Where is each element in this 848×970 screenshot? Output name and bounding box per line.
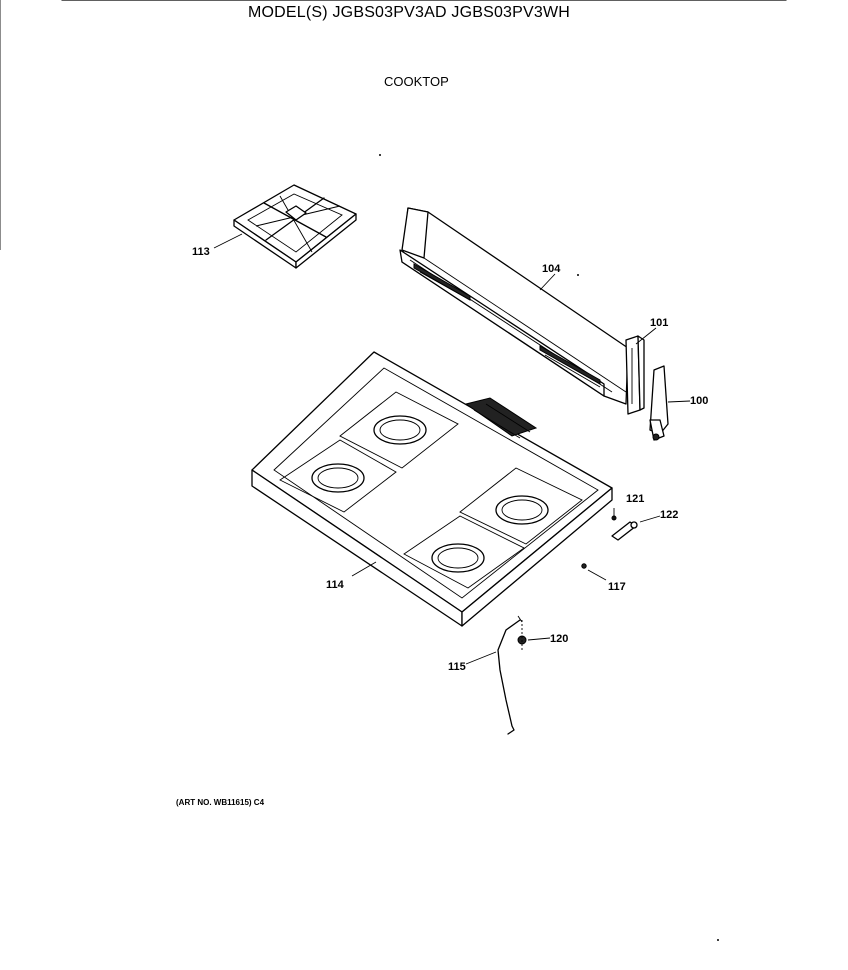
speck xyxy=(577,274,579,276)
model-header: MODEL(S) JGBS03PV3AD JGBS03PV3WH xyxy=(248,4,571,21)
leader-114 xyxy=(351,561,377,577)
label-104: 104 xyxy=(542,263,561,275)
fastener-120 xyxy=(517,620,527,652)
leader-122 xyxy=(639,515,661,523)
label-121: 121 xyxy=(626,493,644,505)
label-114: 114 xyxy=(326,579,345,591)
leader-117 xyxy=(587,569,607,581)
leader-115 xyxy=(465,651,497,665)
art-number: (ART NO. WB11615) C4 xyxy=(176,798,265,807)
leader-101 xyxy=(635,327,657,345)
label-122: 122 xyxy=(660,509,678,521)
leader-113 xyxy=(213,233,243,249)
backsplash xyxy=(399,207,629,405)
label-120: 120 xyxy=(550,633,568,645)
leader-120 xyxy=(527,637,551,641)
leader-100 xyxy=(667,400,691,403)
clip-122 xyxy=(611,521,638,541)
label-115: 115 xyxy=(448,661,466,673)
section-title: COOKTOP xyxy=(384,74,449,89)
label-100: 100 xyxy=(690,395,708,407)
screw-117 xyxy=(581,563,587,569)
leader-104 xyxy=(539,273,556,291)
speck xyxy=(379,154,381,156)
label-117: 117 xyxy=(608,581,626,593)
end-cap-right xyxy=(625,335,645,415)
support-rod xyxy=(497,615,523,735)
label-113: 113 xyxy=(192,246,210,258)
end-cap-bracket xyxy=(649,365,669,441)
cooktop-main-top xyxy=(251,351,613,627)
speck xyxy=(717,939,719,941)
label-101: 101 xyxy=(650,317,668,329)
burner-grate xyxy=(233,184,357,269)
